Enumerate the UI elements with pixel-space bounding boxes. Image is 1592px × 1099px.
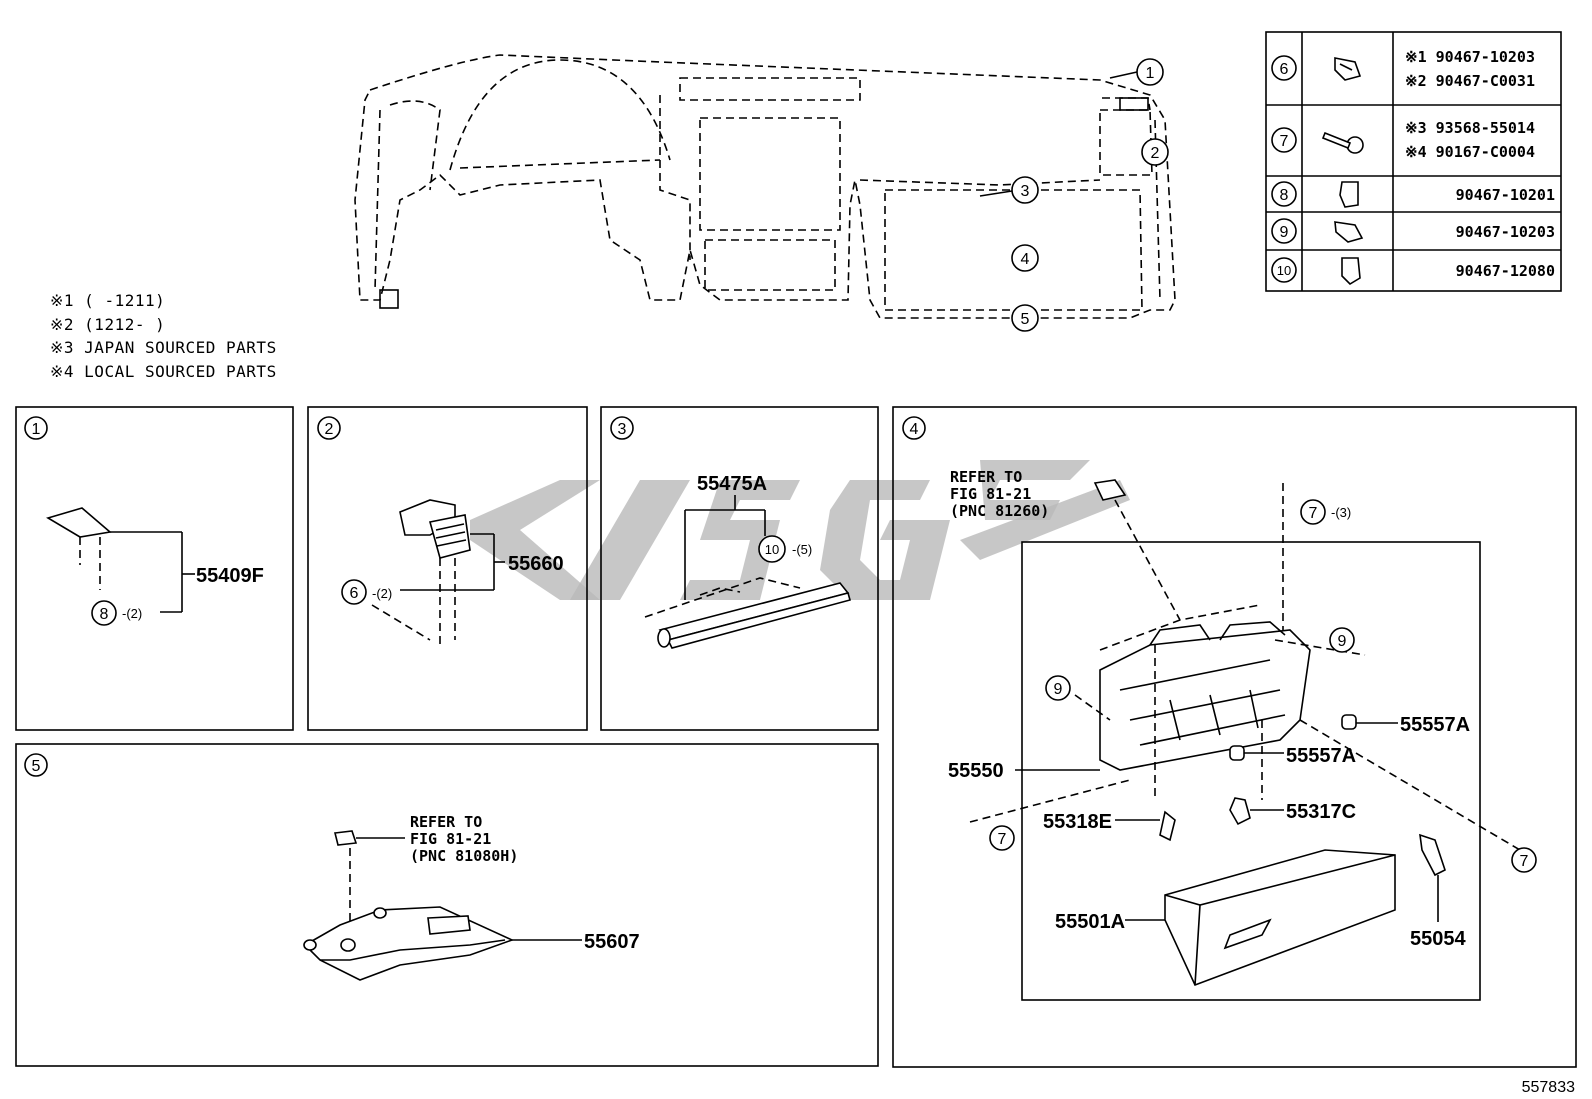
part-number-55607: 55607: [584, 931, 640, 953]
pad-part: [46, 507, 112, 538]
svg-text:-(2): -(2): [122, 606, 142, 621]
svg-text:9: 9: [1338, 633, 1347, 650]
glove-box-door: [1164, 849, 1396, 987]
svg-text:9: 9: [1280, 224, 1289, 241]
svg-text:90467-12080: 90467-12080: [1456, 262, 1555, 280]
clip-icon: [1339, 181, 1359, 208]
clip-icon: [1341, 257, 1361, 286]
svg-text:※3 93568-55014: ※3 93568-55014: [1405, 119, 1535, 137]
part-number-55318E: 55318E: [1043, 811, 1112, 833]
svg-text:※2 90467-C0031: ※2 90467-C0031: [1405, 72, 1535, 90]
svg-text:10: 10: [765, 542, 779, 557]
note-3: ※3 JAPAN SOURCED PARTS: [50, 338, 277, 357]
svg-text:REFER TO: REFER TO: [410, 813, 482, 831]
undercover-part: [303, 906, 515, 981]
note-2: ※2 (1212- ): [50, 315, 165, 334]
svg-text:7: 7: [1280, 133, 1289, 150]
strip-part: [657, 582, 851, 649]
svg-text:2: 2: [1151, 145, 1160, 162]
svg-text:3: 3: [618, 421, 627, 438]
svg-text:7: 7: [1520, 853, 1529, 870]
svg-text:(PNC 81080H): (PNC 81080H): [410, 847, 518, 865]
table-row-7: 7 ※3 93568-55014 ※4 90167-C0004: [1271, 119, 1535, 161]
vent-part: [399, 499, 471, 559]
svg-text:FIG 81-21: FIG 81-21: [410, 830, 491, 848]
callout-4: 4: [1011, 244, 1039, 272]
panel-5: 5 REFER TO FIG 81-21 (PNC 81080H) 55607: [15, 743, 879, 1067]
svg-text:7: 7: [998, 831, 1007, 848]
bracket-part-55318E: [1159, 810, 1176, 842]
screw-icon: [1321, 131, 1364, 154]
damper-part-2: [1229, 745, 1245, 761]
callout-5: 5: [1011, 304, 1039, 332]
figure-id: 557833: [1522, 1079, 1575, 1096]
dashboard-overview: [354, 54, 1176, 319]
clip-icon: [1334, 221, 1364, 243]
part-number-55475A: 55475A: [697, 473, 767, 495]
panel-2: 2 55660 6 -(2): [307, 406, 588, 731]
hinge-part-55054: [1419, 833, 1446, 877]
part-number-55409F: 55409F: [196, 565, 264, 587]
table-row-10: 10 90467-12080: [1271, 257, 1555, 286]
part-number-55557A-1: 55557A: [1400, 714, 1470, 736]
note-1: ※1 ( -1211): [50, 291, 165, 310]
svg-text:9: 9: [1054, 681, 1063, 698]
svg-text:7: 7: [1309, 505, 1318, 522]
part-number-55557A-2: 55557A: [1286, 745, 1356, 767]
svg-text:6: 6: [350, 585, 359, 602]
callout-2: 2: [1141, 138, 1169, 166]
svg-text:FIG 81-21: FIG 81-21: [950, 485, 1031, 503]
svg-text:2: 2: [325, 421, 334, 438]
svg-text:-(5): -(5): [792, 542, 812, 557]
clip-icon: [1334, 57, 1362, 81]
connector-part: [1093, 479, 1127, 501]
part-number-55550: 55550: [948, 760, 1004, 782]
svg-text:REFER TO: REFER TO: [950, 468, 1022, 486]
svg-text:1: 1: [1146, 65, 1155, 82]
panel-4: 4 REFER TO FIG 81-21 (PNC 81260) 7 -(3) …: [892, 406, 1577, 1068]
svg-text:-(3): -(3): [1331, 505, 1351, 520]
panel-1: 1 55409F 8 -(2): [15, 406, 294, 731]
svg-text:-(2): -(2): [372, 586, 392, 601]
svg-text:5: 5: [1021, 311, 1030, 328]
note-4: ※4 LOCAL SOURCED PARTS: [50, 362, 277, 381]
notes-block: ※1 ( -1211) ※2 (1212- ) ※3 JAPAN SOURCED…: [50, 291, 277, 381]
svg-text:6: 6: [1280, 61, 1289, 78]
svg-text:1: 1: [32, 421, 41, 438]
part-number-55054: 55054: [1410, 928, 1466, 950]
svg-text:5: 5: [32, 758, 41, 775]
svg-text:8: 8: [100, 606, 109, 623]
svg-text:10: 10: [1277, 263, 1291, 278]
part-number-55501A: 55501A: [1055, 911, 1125, 933]
bracket-part-55317C: [1229, 797, 1251, 826]
svg-text:(PNC 81260): (PNC 81260): [950, 502, 1049, 520]
part-number-55317C: 55317C: [1286, 801, 1356, 823]
svg-text:3: 3: [1021, 183, 1030, 200]
svg-text:90467-10203: 90467-10203: [1456, 223, 1555, 241]
svg-text:※1 90467-10203: ※1 90467-10203: [1405, 48, 1535, 66]
svg-text:90467-10201: 90467-10201: [1456, 186, 1555, 204]
watermark-logo: [470, 460, 1130, 600]
callout-3: 3: [979, 176, 1039, 204]
svg-text:4: 4: [910, 421, 919, 438]
connector-part: [334, 830, 358, 846]
table-row-9: 9 90467-10203: [1271, 218, 1555, 244]
damper-part-1: [1341, 714, 1357, 730]
fastener-table: 6 ※1 90467-10203 ※2 90467-C0031 7 ※3 935…: [1265, 31, 1562, 292]
svg-text:4: 4: [1021, 251, 1030, 268]
callout-1: 1: [1109, 58, 1164, 86]
table-row-6: 6 ※1 90467-10203 ※2 90467-C0031: [1271, 48, 1535, 90]
panel-3: 3 55475A 10 -(5): [600, 406, 879, 731]
svg-text:8: 8: [1280, 187, 1289, 204]
table-row-8: 8 90467-10201: [1271, 181, 1555, 208]
svg-text:※4 90167-C0004: ※4 90167-C0004: [1405, 143, 1535, 161]
overview-callouts: 1 2 3 4 5: [979, 58, 1169, 332]
part-number-55660: 55660: [508, 553, 564, 575]
glove-box-frame: [1099, 621, 1311, 771]
